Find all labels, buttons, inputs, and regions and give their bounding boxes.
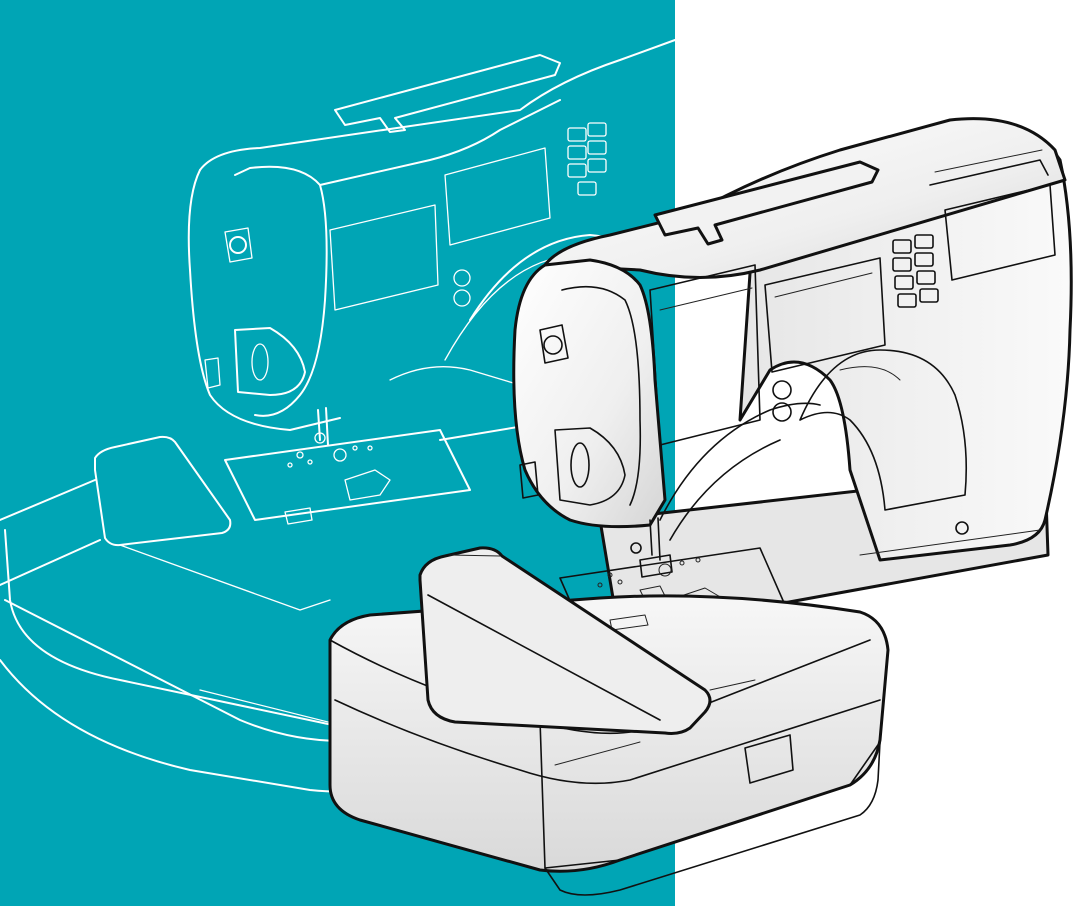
foreground-machine [328, 117, 1073, 896]
control-buttons [892, 234, 939, 308]
